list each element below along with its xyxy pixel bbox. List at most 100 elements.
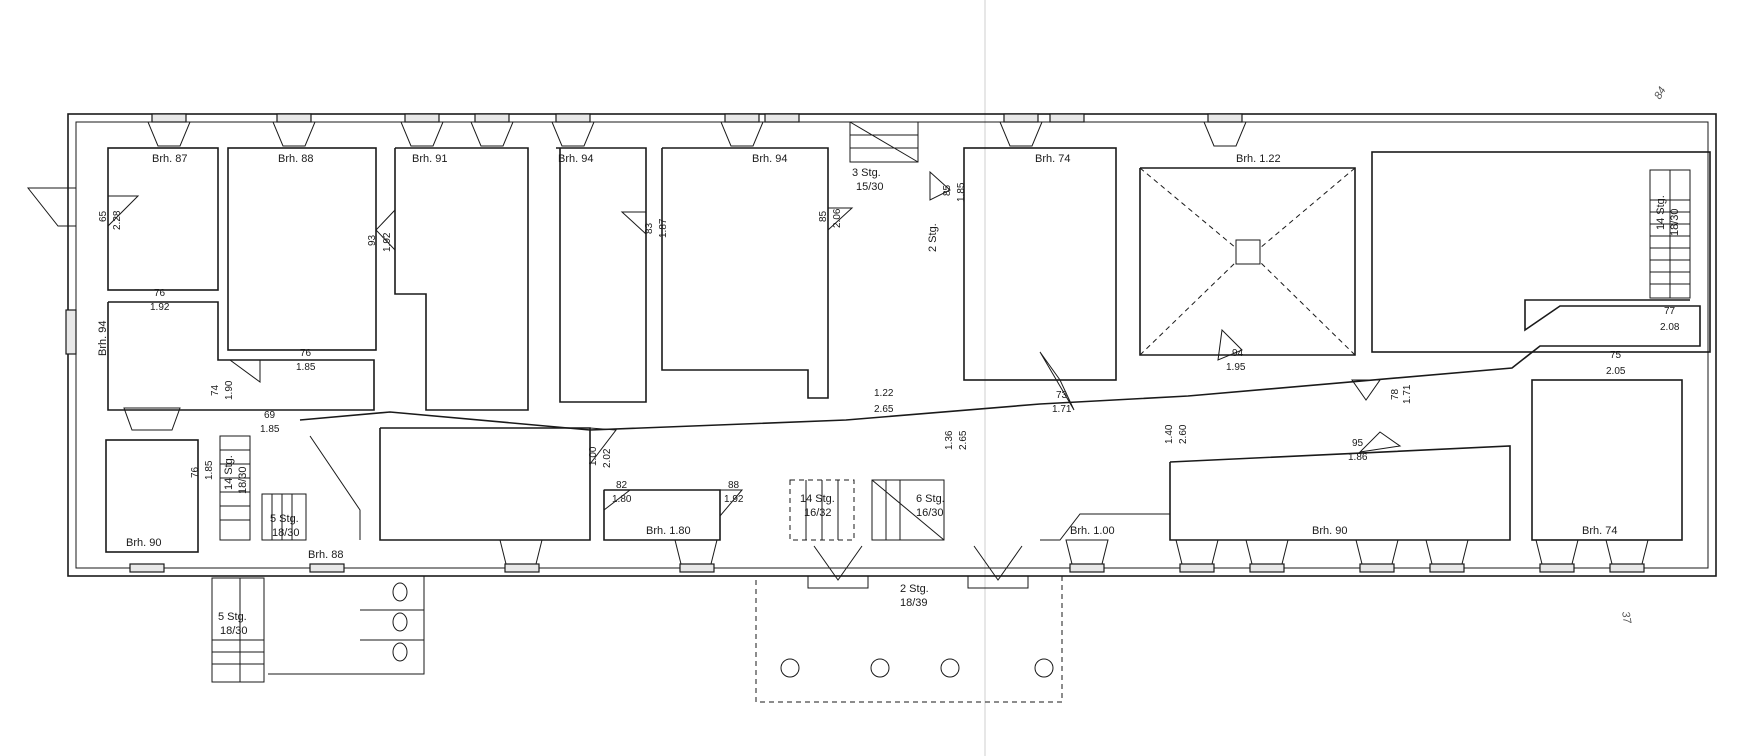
door-dim-d3-h: 1.87 — [658, 218, 669, 238]
stair-label-2stg-entry: 2 Stg. — [900, 583, 929, 595]
door-dim-d19-w: 1.40 — [1164, 424, 1175, 444]
door-dim-d17-w: 94 — [1232, 348, 1244, 359]
stairs-group — [211, 121, 1691, 683]
door-dim-d1-w: 65 — [98, 210, 109, 222]
outer-wall-outer — [67, 113, 1717, 577]
door-dim-d8-w: 74 — [210, 384, 221, 396]
door-dim-d22-h: 2.05 — [1606, 366, 1626, 377]
margin-note-bottom-right: 37 — [1619, 610, 1633, 625]
door-dim-d13-w: 88 — [728, 480, 740, 491]
room-east-top — [1371, 151, 1711, 353]
door-dim-d12-w: 82 — [616, 480, 628, 491]
door-dim-d3-w: 83 — [644, 222, 655, 234]
top-windows — [151, 113, 1243, 123]
door-dim-d17-h: 1.95 — [1226, 362, 1246, 373]
stair-14stg-center — [789, 479, 855, 541]
door-dim-d15-w: 1.36 — [944, 430, 955, 450]
door-dim-d14-w: 1.22 — [874, 388, 894, 399]
door-dim-d11-h: 2.02 — [602, 448, 613, 468]
stair-label-6stg: 6 Stg. — [916, 493, 945, 505]
room-label-group: Brh. 87 Brh. 88 Brh. 91 Brh. 94 Brh. 94 … — [97, 153, 1617, 561]
room-label-brh-90-left: Brh. 90 — [126, 537, 161, 549]
room-brh-88 — [227, 147, 377, 351]
room-brh-74-top — [963, 147, 1117, 381]
stair-label-3stg-ratio: 15/30 — [856, 181, 884, 193]
room-brh-94-left — [107, 301, 375, 411]
stair-label-14stg-center: 14 Stg. — [800, 493, 835, 505]
corridor-outline — [299, 299, 1701, 431]
door-dim-d4-w: 85 — [818, 210, 829, 222]
door-dim-d5-h: 1.85 — [956, 182, 967, 202]
stair-label-2stg: 2 Stg. — [927, 223, 939, 252]
room-walls — [105, 147, 1711, 553]
door-dim-d16-h: 1.71 — [1052, 404, 1072, 415]
stair-label-6stg-ratio: 16/30 — [916, 507, 944, 519]
door-dim-d7-h: 1.85 — [296, 362, 316, 373]
stair-label-5stg-ext-ratio: 18/30 — [220, 625, 248, 637]
door-dim-d22-w: 75 — [1610, 350, 1622, 361]
room-label-brh-74-bottom: Brh. 74 — [1582, 525, 1617, 537]
stair-3stg — [849, 121, 919, 163]
stair-14stg-east — [1649, 169, 1691, 299]
door-dim-group: 65 2.28 93 1.92 83 1.87 85 2.06 85 1.85 … — [98, 182, 1680, 505]
door-dim-d18-w: 78 — [1390, 388, 1401, 400]
stair-label-14stg-west: 14 Stg. — [223, 455, 235, 490]
stair-5stg-exterior — [211, 577, 265, 683]
stair-label-14stg-center-ratio: 16/32 — [804, 507, 832, 519]
room-brh-180 — [603, 489, 721, 541]
room-label-brh-122: Brh. 1.22 — [1236, 153, 1281, 165]
door-dim-d12-h: 1.80 — [612, 494, 632, 505]
room-label-brh-90-bottom: Brh. 90 — [1312, 525, 1347, 537]
door-dim-d10-h: 1.85 — [204, 460, 215, 480]
door-dim-d2-h: 1.92 — [382, 232, 393, 252]
corridor-south-edge — [1040, 513, 1170, 541]
door-dim-d15-h: 2.65 — [958, 430, 969, 450]
room-label-brh-88: Brh. 88 — [278, 153, 313, 165]
stair-label-5stg-ext: 5 Stg. — [218, 611, 247, 623]
west-window — [65, 309, 77, 355]
stair-5stg-inner — [261, 493, 307, 541]
door-dim-d20-w: 95 — [1352, 438, 1364, 449]
door-dim-d10-w: 76 — [190, 466, 201, 478]
door-dim-d2-w: 93 — [367, 234, 378, 246]
stair-label-3stg: 3 Stg. — [852, 167, 881, 179]
door-dim-d9-h: 1.85 — [260, 424, 280, 435]
stair-label-14stg-west-ratio: 18/30 — [237, 466, 249, 494]
roof-hip-lines — [1139, 167, 1356, 356]
door-dim-d1-h: 2.28 — [112, 210, 123, 230]
door-dim-d9-w: 69 — [264, 410, 276, 421]
stair-label-group: 3 Stg. 15/30 2 Stg. 14 Stg. 18/30 14 Stg… — [218, 167, 1681, 637]
door-dim-d21-h: 2.08 — [1660, 322, 1680, 333]
door-dim-d19-h: 2.60 — [1178, 424, 1189, 444]
door-dim-d6-h: 1.92 — [150, 302, 170, 313]
margin-note-top-right: 84 — [1652, 85, 1669, 102]
door-dim-d8-h: 1.90 — [224, 380, 235, 400]
room-brh-94-b — [661, 147, 829, 399]
room-central-south — [379, 427, 591, 541]
room-label-brh-94-b: Brh. 94 — [752, 153, 787, 165]
door-dim-d6-w: 76 — [154, 288, 166, 299]
door-dim-d18-h: 1.71 — [1402, 384, 1413, 404]
door-dim-d7-w: 76 — [300, 348, 312, 359]
door-dim-d14-h: 2.65 — [874, 404, 894, 415]
room-label-brh-91: Brh. 91 — [412, 153, 447, 165]
stair-label-5stg-inner: 5 Stg. — [270, 513, 299, 525]
door-dim-d20-h: 1.86 — [1348, 452, 1368, 463]
room-label-brh-100: Brh. 1.00 — [1070, 525, 1115, 537]
room-brh-91 — [394, 147, 529, 411]
room-label-brh-94-a: Brh. 94 — [558, 153, 593, 165]
outer-wall-inner — [75, 121, 1709, 569]
door-dim-d13-h: 1.92 — [724, 494, 744, 505]
door-dim-d16-w: 73 — [1056, 390, 1068, 401]
door-dim-d5-w: 85 — [942, 184, 953, 196]
stair-label-2stg-entry-ratio: 18/39 — [900, 597, 928, 609]
stair-label-14stg-east-ratio: 18/30 — [1669, 208, 1681, 236]
room-label-brh-94-left: Brh. 94 — [97, 321, 109, 356]
room-brh-94-a — [556, 147, 647, 403]
door-swings — [107, 170, 1402, 518]
room-brh-87 — [107, 147, 219, 291]
stair-label-14stg-east: 14 Stg. — [1655, 195, 1667, 230]
stair-14stg-west — [219, 435, 251, 541]
room-brh-90-left — [105, 439, 199, 553]
room-label-brh-180: Brh. 1.80 — [646, 525, 691, 537]
